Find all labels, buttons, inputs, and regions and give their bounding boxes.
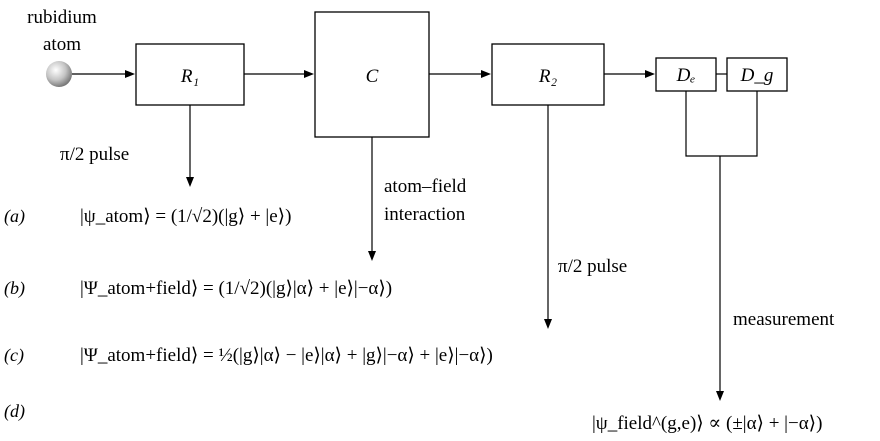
beam-arrow-r2-to-detectors [604, 70, 655, 78]
arrow-r1-down [186, 105, 194, 187]
r1-box [135, 43, 245, 106]
equation-b: |Ψ_atom+field⟩ = (1/√2)(|g⟩|α⟩ + |e⟩|−α⟩… [80, 278, 392, 299]
row-b-label: (b) [4, 278, 25, 299]
row-d-label: (d) [4, 401, 25, 422]
r2-label: R₂ [538, 66, 558, 87]
detector-e-label: Dₑ [676, 65, 696, 86]
interaction-label-line1: atom–field [384, 176, 467, 197]
measurement-label: measurement [733, 309, 835, 330]
equation-a: |ψ_atom⟩ = (1/√2)(|g⟩ + |e⟩) [80, 206, 291, 227]
arrow-r2-down [544, 105, 552, 329]
beam-arrow-c-to-r2 [429, 70, 491, 78]
r1-label: R₁ [180, 66, 199, 87]
beam-arrow-r1-to-c [244, 70, 314, 78]
pulse1-label: π/2 pulse [60, 144, 129, 165]
arrow-c-down [368, 137, 376, 261]
interaction-label-line2: interaction [384, 204, 466, 225]
beam-arrow-source-to-r1 [72, 70, 135, 78]
source-label-line1: rubidium [27, 7, 97, 28]
row-c-label: (c) [4, 345, 24, 366]
detector-g-box [726, 57, 788, 92]
pulse2-label: π/2 pulse [558, 256, 627, 277]
r2-box [491, 43, 605, 106]
rubidium-atom-icon [46, 61, 72, 87]
cavity-label: C [366, 66, 379, 87]
source-label-line2: atom [43, 34, 81, 55]
equation-c: |Ψ_atom+field⟩ = ½(|g⟩|α⟩ − |e⟩|α⟩ + |g⟩… [80, 345, 493, 366]
arrow-measurement-down [716, 156, 724, 401]
row-a-label: (a) [4, 206, 25, 227]
detector-g-label: D_g [740, 65, 774, 86]
equation-d: |ψ_field^(g,e)⟩ ∝ (±|α⟩ + |−α⟩) [592, 413, 822, 434]
detector-bracket [685, 91, 758, 157]
